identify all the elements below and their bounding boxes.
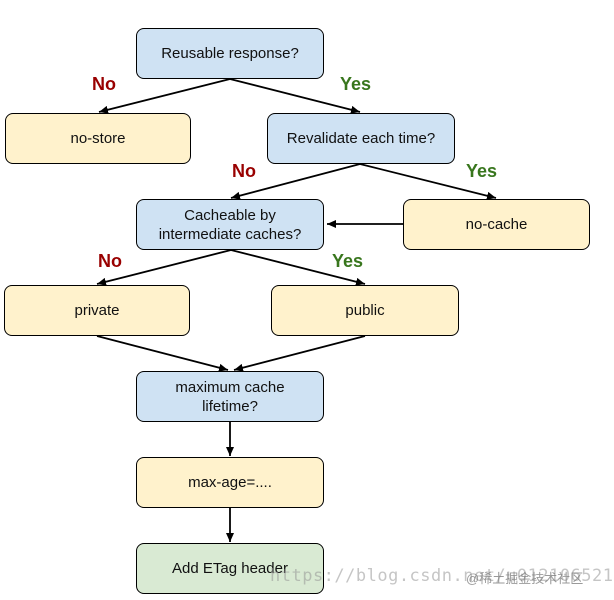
arrow-cacheable-to-private xyxy=(96,249,232,286)
node-private-label: private xyxy=(74,302,120,319)
watermark-url: https://blog.csdn.net/u012106521 xyxy=(270,566,614,586)
node-etag-label: Add ETag header xyxy=(172,560,288,577)
node-cacheable-label: Cacheable by intermediate caches? xyxy=(158,206,302,243)
node-max-age: max-age=.... xyxy=(136,457,324,508)
node-max-lifetime-label: maximum cache lifetime? xyxy=(175,378,285,415)
edge-label-reusable-no: No xyxy=(92,74,116,94)
edge-label-cacheable-yes: Yes xyxy=(332,251,364,271)
node-max-age-label: max-age=.... xyxy=(188,474,272,491)
node-revalidate-label: Revalidate each time? xyxy=(286,130,436,147)
edge-label-reusable-yes: Yes xyxy=(340,74,372,94)
node-cacheable-intermediate: Cacheable by intermediate caches? xyxy=(136,199,324,250)
arrow-revalidate-to-no-cache xyxy=(359,163,497,200)
arrow-reusable-to-no-store xyxy=(98,78,231,114)
node-revalidate-each-time: Revalidate each time? xyxy=(267,113,455,164)
node-public-label: public xyxy=(345,302,385,319)
node-no-store-label: no-store xyxy=(70,130,126,147)
watermark-brand: @稀土掘金技术社区 xyxy=(466,571,584,586)
cache-decision-flowchart: No Yes No Yes No Yes Reusable response? … xyxy=(4,28,613,594)
arrow-reusable-to-revalidate xyxy=(229,78,361,114)
edge-label-revalidate-no: No xyxy=(232,161,256,181)
arrow-cacheable-to-public xyxy=(230,249,366,286)
arrow-revalidate-to-cacheable xyxy=(230,163,361,200)
node-add-etag-header: Add ETag header xyxy=(136,543,324,594)
node-no-store: no-store xyxy=(5,113,191,164)
node-reusable-response: Reusable response? xyxy=(136,28,324,79)
edge-label-revalidate-yes: Yes xyxy=(466,161,498,181)
node-reusable-response-label: Reusable response? xyxy=(161,45,299,62)
node-public: public xyxy=(271,285,459,336)
node-no-cache-label: no-cache xyxy=(465,216,528,233)
node-no-cache: no-cache xyxy=(403,199,590,250)
connector-layer xyxy=(96,78,497,542)
node-maximum-cache-lifetime: maximum cache lifetime? xyxy=(136,371,324,422)
node-private: private xyxy=(4,285,190,336)
arrow-public-to-lifetime xyxy=(233,335,366,372)
arrow-private-to-lifetime xyxy=(96,335,229,372)
edge-label-cacheable-no: No xyxy=(98,251,122,271)
